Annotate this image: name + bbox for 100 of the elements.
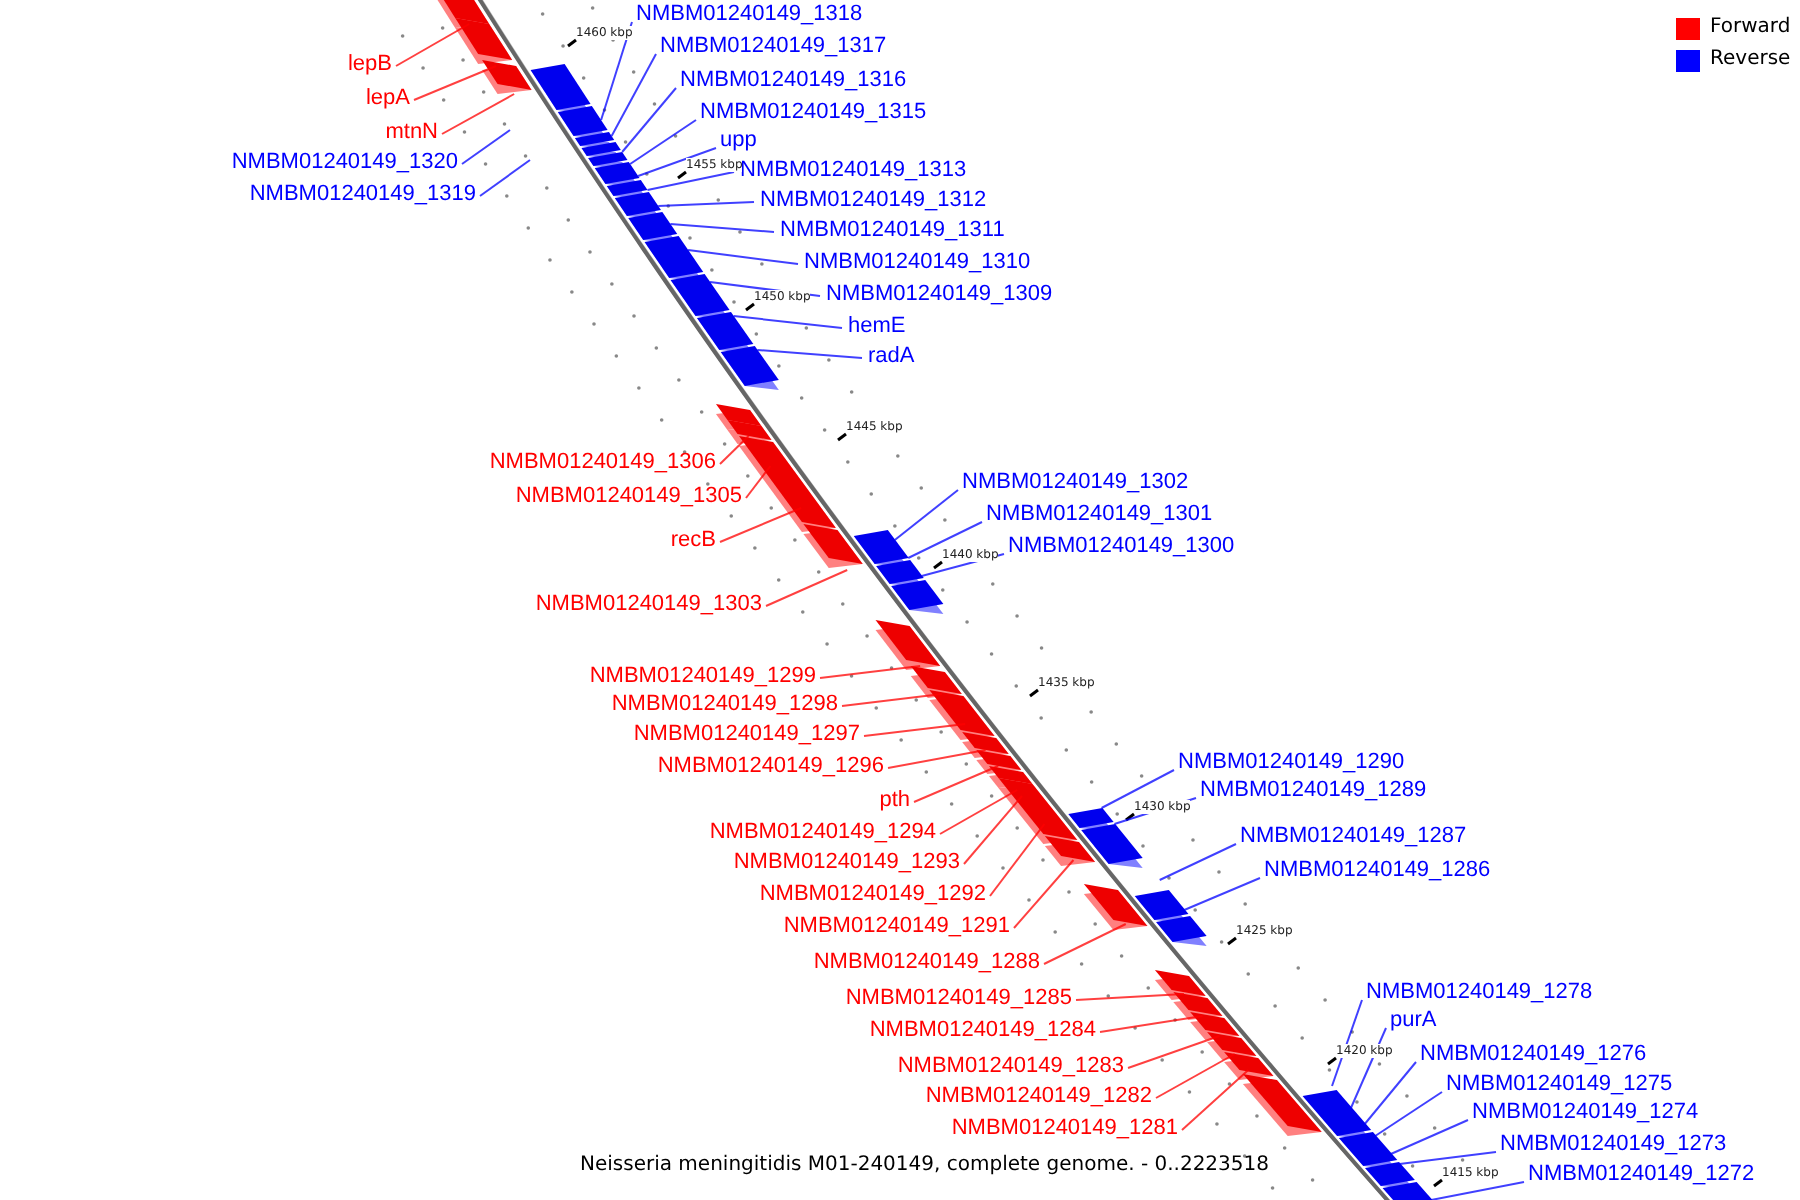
- leader-line: [963, 795, 1023, 865]
- gene-label: NMBM01240149_1286: [1264, 858, 1491, 882]
- leader-line: [719, 507, 803, 543]
- gene-label: purA: [1390, 1008, 1437, 1032]
- leader-line: [819, 665, 922, 679]
- leader-line: [765, 569, 849, 607]
- gene-label: NMBM01240149_1291: [783, 914, 1010, 938]
- leader-line: [1183, 877, 1261, 911]
- leader-line: [600, 21, 633, 121]
- leader-line: [1043, 923, 1127, 965]
- gene-label: NMBM01240149_1276: [1420, 1042, 1647, 1066]
- gene-label: NMBM01240149_1309: [826, 282, 1053, 306]
- caption: Neisseria meningitidis M01-240149, complete genome. - 0..2223518: [580, 1154, 1269, 1178]
- gene-label: mtnN: [385, 120, 438, 144]
- gene-label: pth: [879, 788, 910, 812]
- leader-line: [719, 435, 750, 465]
- leader-line: [621, 87, 677, 153]
- leader-line: [1398, 1151, 1497, 1165]
- leader-line: [1127, 1035, 1221, 1069]
- leader-line: [1389, 1119, 1469, 1155]
- leader-line: [1013, 859, 1075, 929]
- gene-label: NMBM01240149_1303: [535, 592, 762, 616]
- gene-label: NMBM01240149_1300: [1008, 534, 1235, 558]
- leader-line: [413, 65, 498, 101]
- leader-line: [732, 315, 843, 329]
- gene-label: NMBM01240149_1310: [804, 250, 1031, 274]
- leader-line: [756, 349, 863, 359]
- gene-label: NMBM01240149_1316: [680, 68, 907, 92]
- leader-line: [1099, 1015, 1204, 1033]
- leader-line: [610, 53, 657, 137]
- gene-label: NMBM01240149_1320: [231, 150, 458, 174]
- leader-line: [657, 201, 755, 207]
- gene-label: NMBM01240149_1272: [1528, 1162, 1755, 1186]
- leader-line: [1158, 843, 1237, 881]
- gene-label: NMBM01240149_1292: [759, 882, 986, 906]
- gene-label: NMBM01240149_1312: [760, 188, 987, 212]
- gene-label: NMBM01240149_1278: [1366, 980, 1593, 1004]
- gene-label: lepB: [347, 52, 392, 76]
- gene-label: NMBM01240149_1296: [657, 754, 884, 778]
- leader-line: [939, 789, 1019, 835]
- leader-line: [841, 693, 943, 707]
- gene-label: NMBM01240149_1288: [813, 950, 1040, 974]
- gene-label: NMBM01240149_1305: [515, 484, 742, 508]
- leader-line: [1430, 1181, 1525, 1200]
- gene-label: recB: [670, 528, 716, 552]
- leader-line: [989, 823, 1046, 897]
- leader-line: [1181, 1069, 1250, 1131]
- leader-line: [687, 249, 799, 265]
- leader-line: [1331, 999, 1363, 1087]
- gene-label: NMBM01240149_1317: [660, 34, 887, 58]
- gene-label: NMBM01240149_1282: [925, 1084, 1152, 1108]
- legend-label: Reverse: [1710, 48, 1791, 72]
- leader-line: [745, 465, 772, 499]
- gene-label: NMBM01240149_1289: [1200, 778, 1427, 802]
- gene-label: NMBM01240149_1273: [1500, 1132, 1727, 1156]
- gene-label: NMBM01240149_1319: [249, 182, 476, 206]
- leader-line: [637, 147, 717, 177]
- gene-label: NMBM01240149_1298: [611, 692, 838, 716]
- gene-label: NMBM01240149_1315: [700, 100, 927, 124]
- gene-label: NMBM01240149_1283: [897, 1054, 1124, 1078]
- gene-label: NMBM01240149_1287: [1240, 824, 1467, 848]
- gene-label: NMBM01240149_1290: [1178, 750, 1405, 774]
- gene-label: NMBM01240149_1274: [1472, 1100, 1699, 1124]
- gene-label: lepA: [365, 86, 410, 110]
- gene-label: NMBM01240149_1293: [733, 850, 960, 874]
- leader-line: [1155, 1053, 1236, 1099]
- gene-label: NMBM01240149_1299: [589, 664, 816, 688]
- gene-label: NMBM01240149_1297: [633, 722, 860, 746]
- leader-line: [1374, 1091, 1443, 1137]
- leader-line: [669, 223, 775, 233]
- gene-label: hemE: [848, 314, 906, 338]
- leader-line: [1349, 1027, 1387, 1109]
- gene-label: NMBM01240149_1311: [780, 218, 1005, 242]
- leader-line: [629, 119, 697, 165]
- leader-line: [479, 159, 531, 197]
- gene-label: NMBM01240149_1275: [1446, 1072, 1673, 1096]
- gene-label: NMBM01240149_1306: [489, 450, 716, 474]
- gene-label: NMBM01240149_1301: [986, 502, 1213, 526]
- legend-label: Forward: [1710, 16, 1791, 40]
- leader-line: [907, 521, 983, 559]
- leader-line: [1075, 993, 1185, 1001]
- leader-line: [913, 765, 1000, 803]
- leader-line: [646, 171, 735, 191]
- leader-line: [1100, 769, 1175, 809]
- gene-label: radA: [868, 344, 915, 368]
- gene-label: upp: [720, 128, 757, 152]
- gene-label: NMBM01240149_1285: [845, 986, 1072, 1010]
- gene-label: NMBM01240149_1281: [951, 1116, 1178, 1140]
- leader-line: [863, 723, 967, 737]
- gene-label: NMBM01240149_1313: [740, 158, 967, 182]
- leader-line: [887, 749, 987, 769]
- leader-line: [1363, 1061, 1417, 1125]
- leader-line: [893, 489, 959, 541]
- leader-line: [441, 93, 516, 135]
- gene-label: NMBM01240149_1294: [709, 820, 936, 844]
- leader-line: [395, 23, 471, 67]
- gene-label: NMBM01240149_1318: [636, 2, 863, 26]
- gene-label: NMBM01240149_1284: [869, 1018, 1096, 1042]
- gene-label: NMBM01240149_1302: [962, 470, 1189, 494]
- leader-line: [461, 129, 511, 165]
